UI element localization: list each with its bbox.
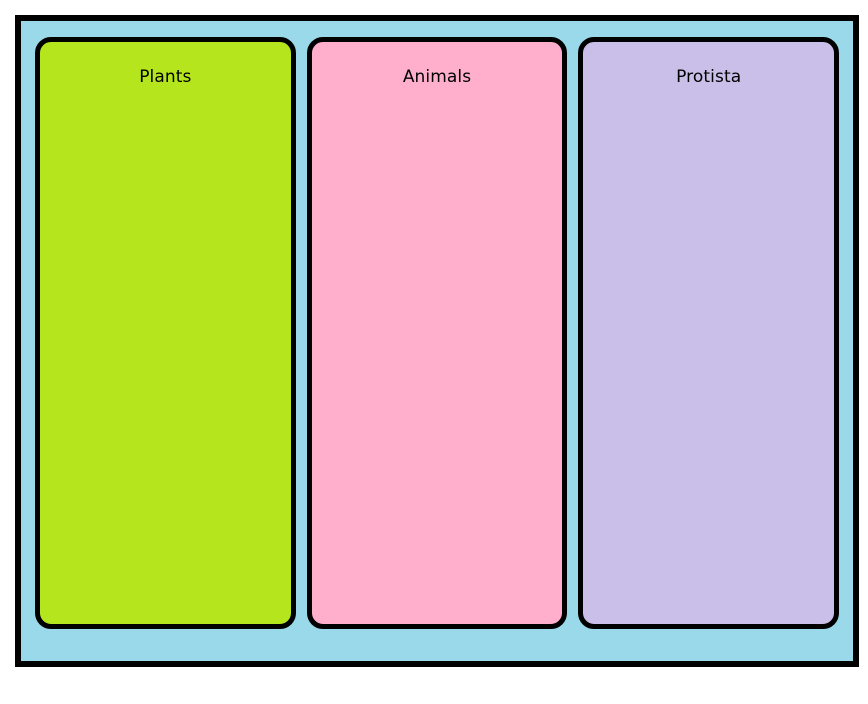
category-label-plants: Plants <box>139 67 192 87</box>
category-column-protista[interactable]: Protista <box>578 37 840 629</box>
category-column-plants[interactable]: Plants <box>35 37 296 629</box>
category-dropzone-plants[interactable] <box>40 86 291 624</box>
category-column-animals[interactable]: Animals <box>306 37 568 629</box>
category-label-protista: Protista <box>676 67 742 87</box>
category-columns: Plants Animals Protista <box>35 37 840 629</box>
category-dropzone-protista[interactable] <box>583 86 834 624</box>
category-dropzone-animals[interactable] <box>312 86 563 624</box>
category-label-animals: Animals <box>402 67 472 87</box>
diagram-panel: Plants Animals Protista <box>15 15 859 667</box>
